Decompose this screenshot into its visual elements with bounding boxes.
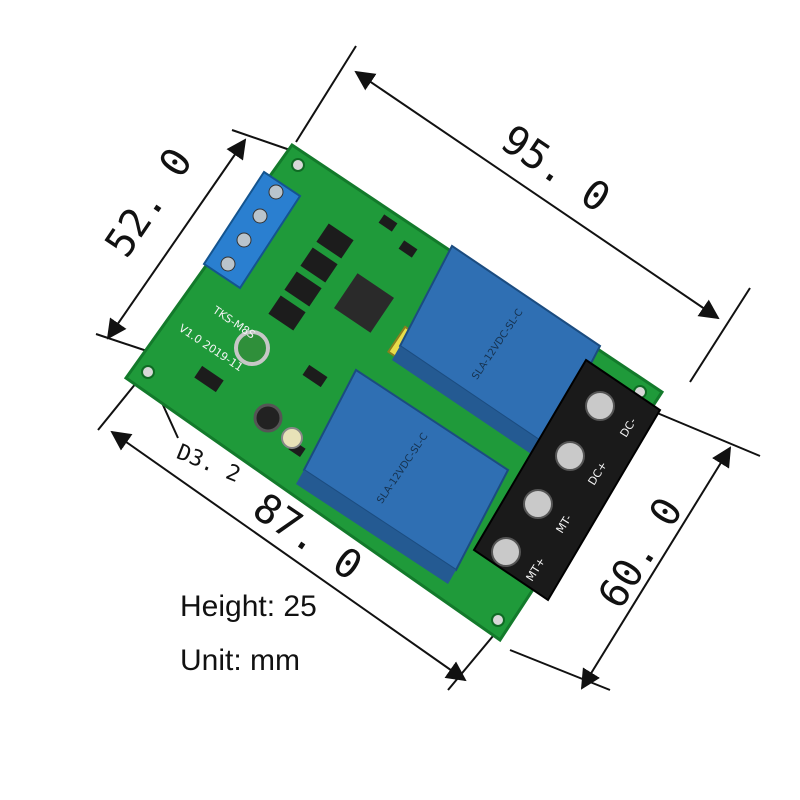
dimension-label-52: 52. 0: [96, 140, 201, 266]
extension-line: [689, 287, 751, 383]
dimension-line-52: [106, 138, 247, 340]
dimension-label-95: 95. 0: [492, 116, 618, 221]
extension-line: [95, 333, 151, 353]
input-screw-terminal: [202, 170, 302, 290]
dimension-line-87: [110, 430, 467, 682]
extension-line: [231, 129, 291, 151]
unit-note: Unit: mm: [180, 644, 300, 677]
extension-line: [447, 629, 499, 691]
mounting-hole: [291, 158, 305, 172]
relay-2: SLA-12VDC-SL-C: [296, 368, 510, 584]
mounting-hole: [491, 613, 505, 627]
dimension-line-60: [580, 446, 732, 690]
dimension-line-95: [354, 70, 720, 320]
extension-line: [295, 45, 357, 143]
power-terminal-block: [472, 358, 662, 602]
extension-line: [649, 409, 761, 457]
capacitor: [234, 330, 270, 366]
ic-chip: [334, 273, 394, 333]
height-note: Height: 25: [180, 590, 317, 623]
extension-line: [509, 649, 611, 691]
inductor: [253, 403, 283, 433]
mounting-hole: [141, 365, 155, 379]
relay-1: SLA-12VDC-SL-C: [392, 244, 602, 460]
capacitor: [281, 427, 303, 449]
dimension-label-60: 60. 0: [590, 490, 693, 616]
pcb-board: SLA-12VDC-SL-C SLA-12VDC-SL-C TKS-M8S V1…: [123, 142, 665, 643]
